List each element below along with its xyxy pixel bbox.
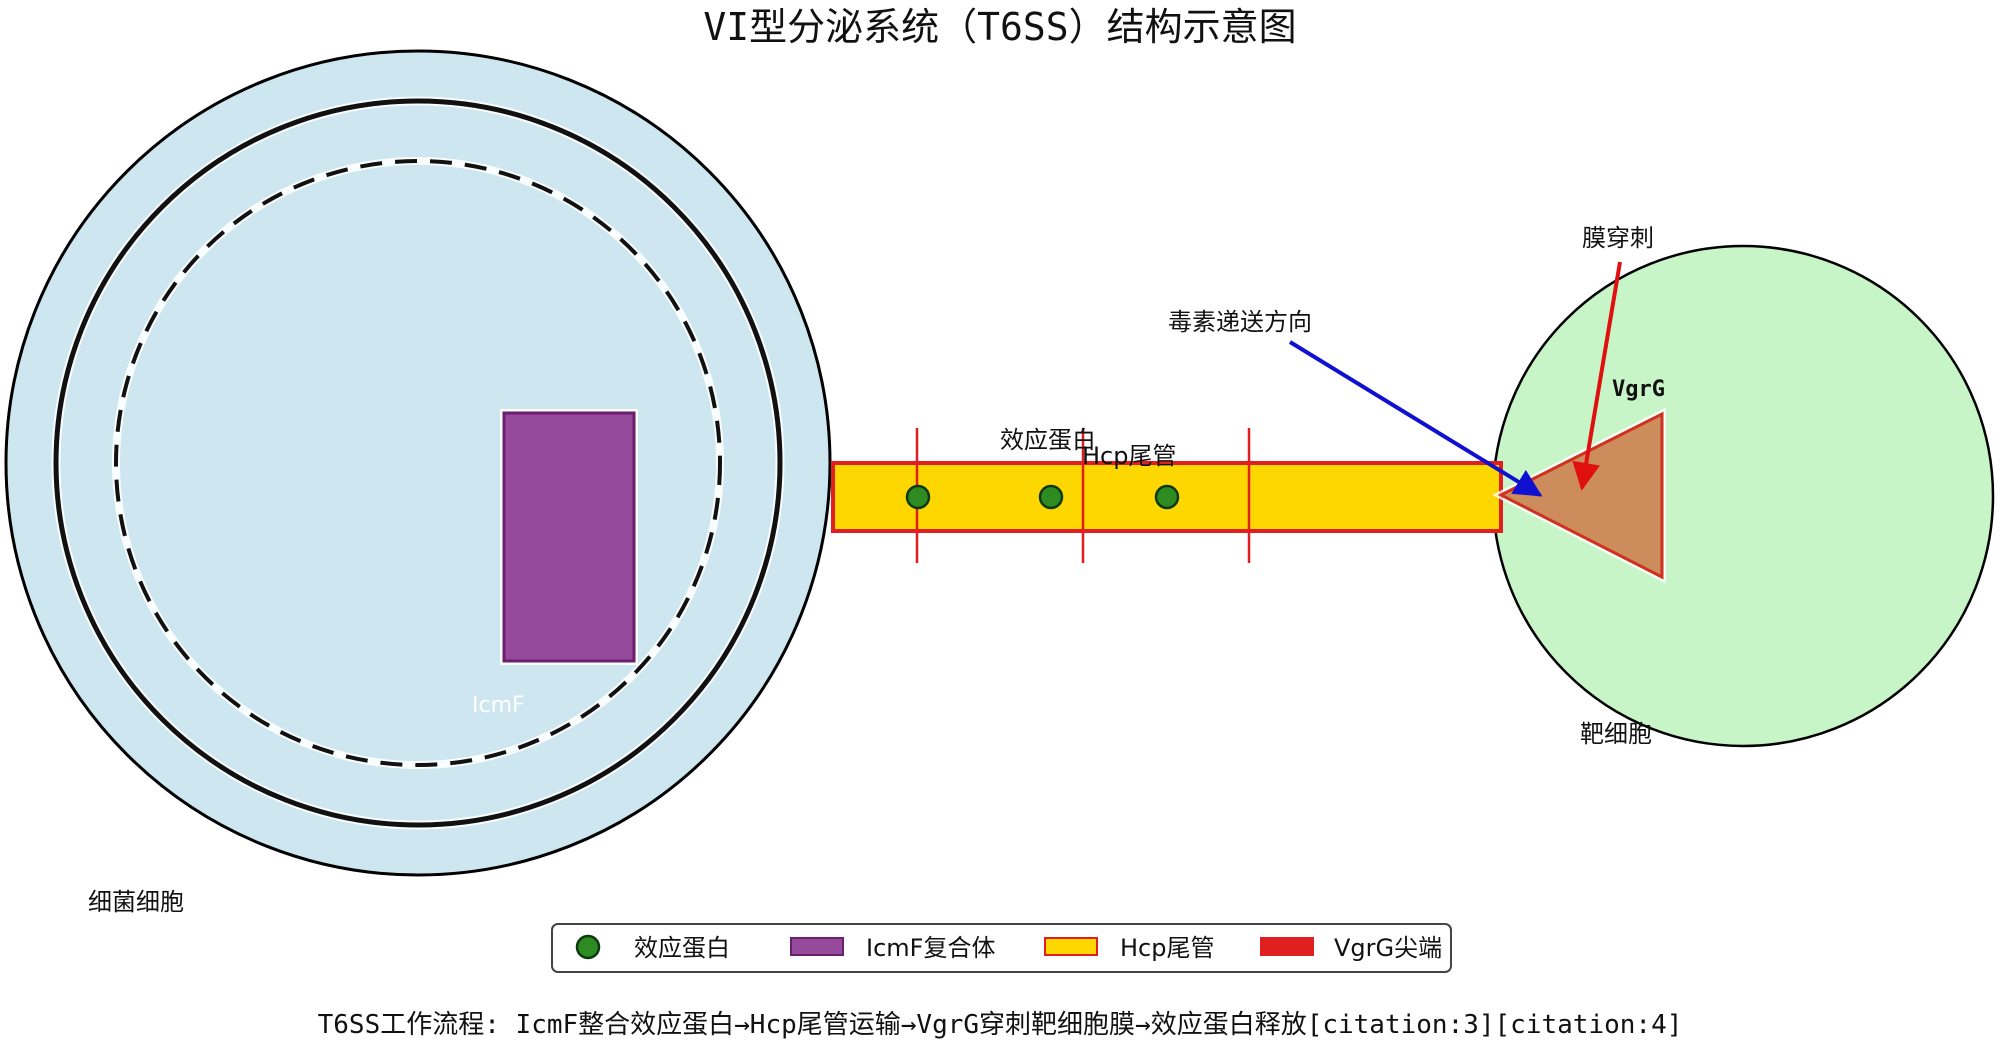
vgrg-spike	[1497, 411, 1664, 580]
inner-membrane-dashed	[114, 159, 722, 767]
hcp-tube-label: Hcp尾管	[1082, 442, 1176, 470]
icmf-complex	[502, 411, 636, 663]
hcp-tube	[831, 428, 1503, 563]
legend-effector-label: 效应蛋白	[634, 934, 730, 962]
legend-icmf-label: IcmF复合体	[866, 934, 995, 962]
bacterial-cell-outer	[4, 49, 832, 877]
effector-label: 效应蛋白	[1000, 426, 1096, 454]
membrane-pierce-arrow	[1572, 261, 1622, 491]
legend-hcp-icon	[1044, 937, 1098, 956]
effector-dot-2	[1038, 484, 1064, 510]
legend: 效应蛋白 IcmF复合体 Hcp尾管 VgrG尖端	[551, 923, 1452, 973]
vgrg-label: VgrG	[1612, 377, 1665, 402]
bacterial-cell: IcmF	[4, 49, 832, 877]
legend-vgrg-label: VgrG尖端	[1334, 934, 1442, 962]
toxin-direction-label: 毒素递送方向	[1168, 308, 1312, 336]
diagram-title: VI型分泌系统（T6SS）结构示意图	[703, 5, 1296, 49]
legend-effector-icon	[575, 934, 601, 960]
icmf-label: IcmF	[472, 693, 525, 718]
membrane-pierce-label: 膜穿刺	[1582, 224, 1654, 252]
effector-dot-1	[905, 484, 931, 510]
target-cell-label: 靶细胞	[1580, 720, 1652, 748]
legend-hcp-label: Hcp尾管	[1120, 934, 1214, 962]
toxin-direction-arrow	[1288, 340, 1543, 497]
legend-vgrg-icon	[1260, 937, 1314, 956]
legend-icmf-icon	[790, 937, 844, 956]
outer-membrane	[53, 98, 783, 828]
legend-box	[551, 923, 1452, 973]
workflow-caption: T6SS工作流程: IcmF整合效应蛋白→Hcp尾管运输→VgrG穿刺靶细胞膜→…	[318, 1010, 1683, 1040]
effector-dot-3	[1154, 484, 1180, 510]
bacterial-cell-label: 细菌细胞	[88, 888, 184, 916]
target-cell: 靶细胞	[1489, 242, 1997, 750]
